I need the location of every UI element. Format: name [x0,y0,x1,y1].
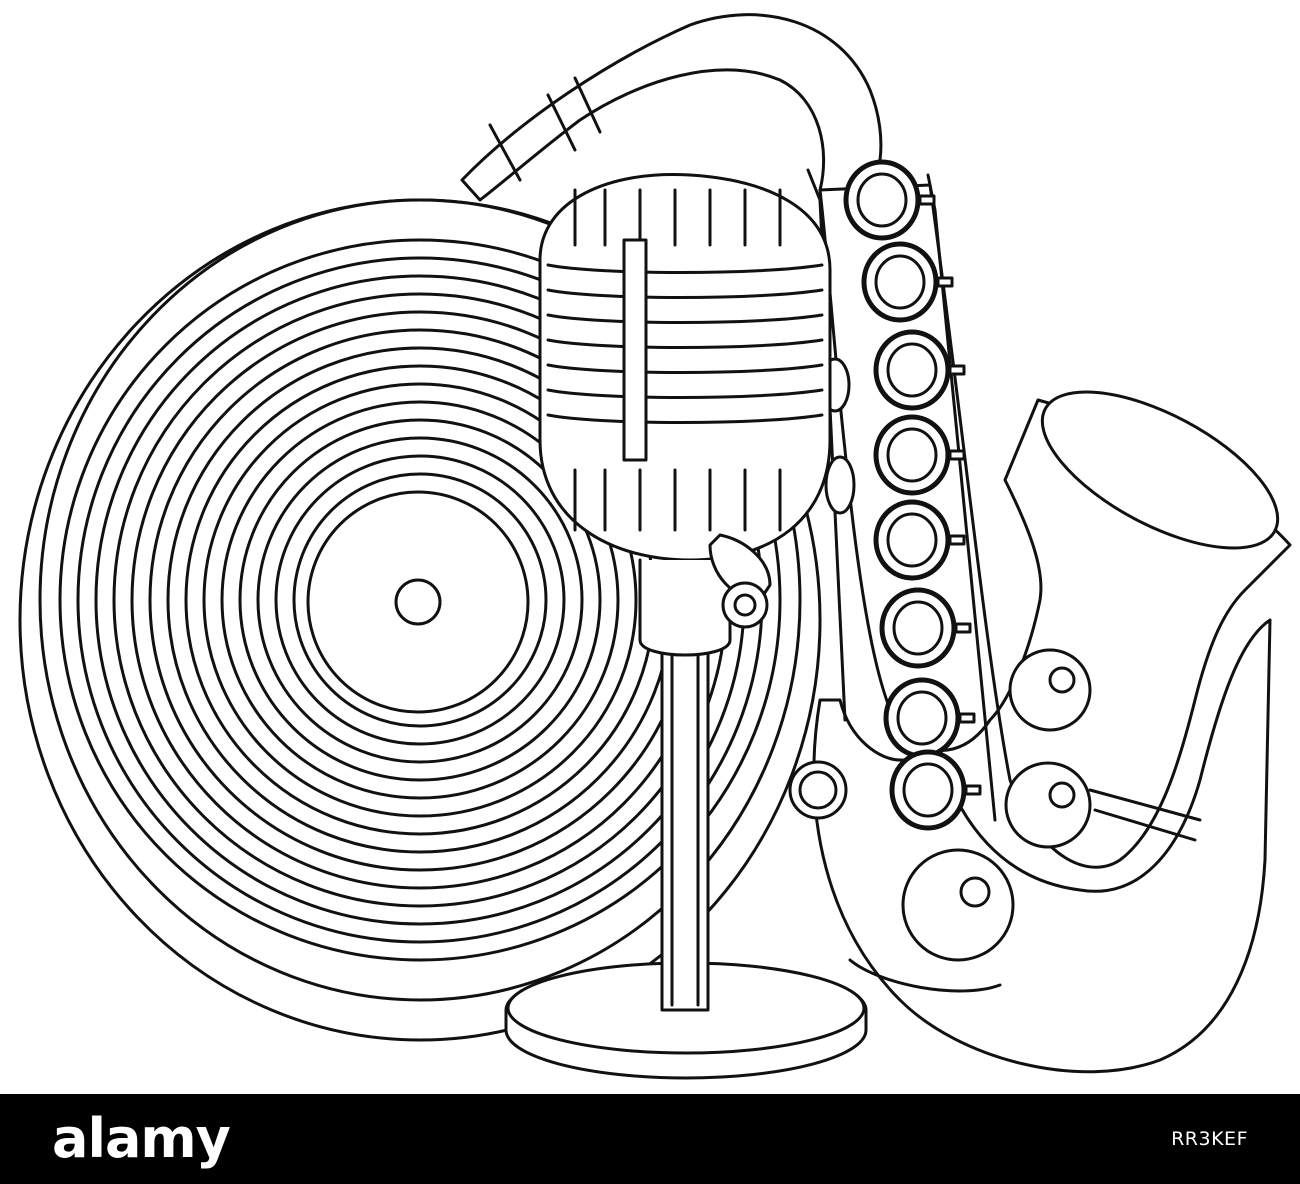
record-groove [238,418,602,782]
sax-key-post [964,784,982,796]
saxophone-neck [460,13,883,202]
microphone-center-bar [622,238,648,462]
mic-horizontal-rib [546,263,824,274]
key-rod-right [926,173,997,822]
image-id: RR3KEF [1171,1128,1248,1150]
mic-horizontal-rib [546,388,824,399]
sax-key-post [948,364,966,376]
sax-key-cup [886,342,938,398]
saxophone-keys [806,159,997,831]
sax-key-cup [892,600,944,656]
sax-key-cup [886,427,938,483]
sax-key-cup [902,762,954,818]
music-instruments-illustration [18,13,1292,1080]
sax-key-cup [896,690,948,746]
sax-key-post [958,712,976,724]
alamy-logo: alamy [52,1107,231,1170]
footer-bar: alamy RR3KEF [0,1094,1300,1184]
record-groove [202,382,638,818]
sax-key-post [948,449,966,461]
mic-horizontal-rib [546,338,824,349]
mic-horizontal-rib [546,413,824,424]
mic-horizontal-rib [546,313,824,324]
sax-key-post [948,534,966,546]
mic-horizontal-rib [546,288,824,299]
microphone-grille-ribs [546,188,824,532]
sax-key-cup [886,512,938,568]
record-groove [58,238,782,962]
record-groove [220,400,620,800]
mic-horizontal-rib [546,363,824,374]
sax-key-post [936,276,954,288]
record-hole [394,578,442,626]
sax-key-cup [874,254,926,310]
record-groove [256,436,584,764]
record-groove [292,472,548,728]
sax-key-post [954,622,972,634]
record-groove [274,454,566,746]
sax-key-post [918,194,936,206]
key-rod-left [806,168,847,722]
sax-key-cup [856,172,908,228]
